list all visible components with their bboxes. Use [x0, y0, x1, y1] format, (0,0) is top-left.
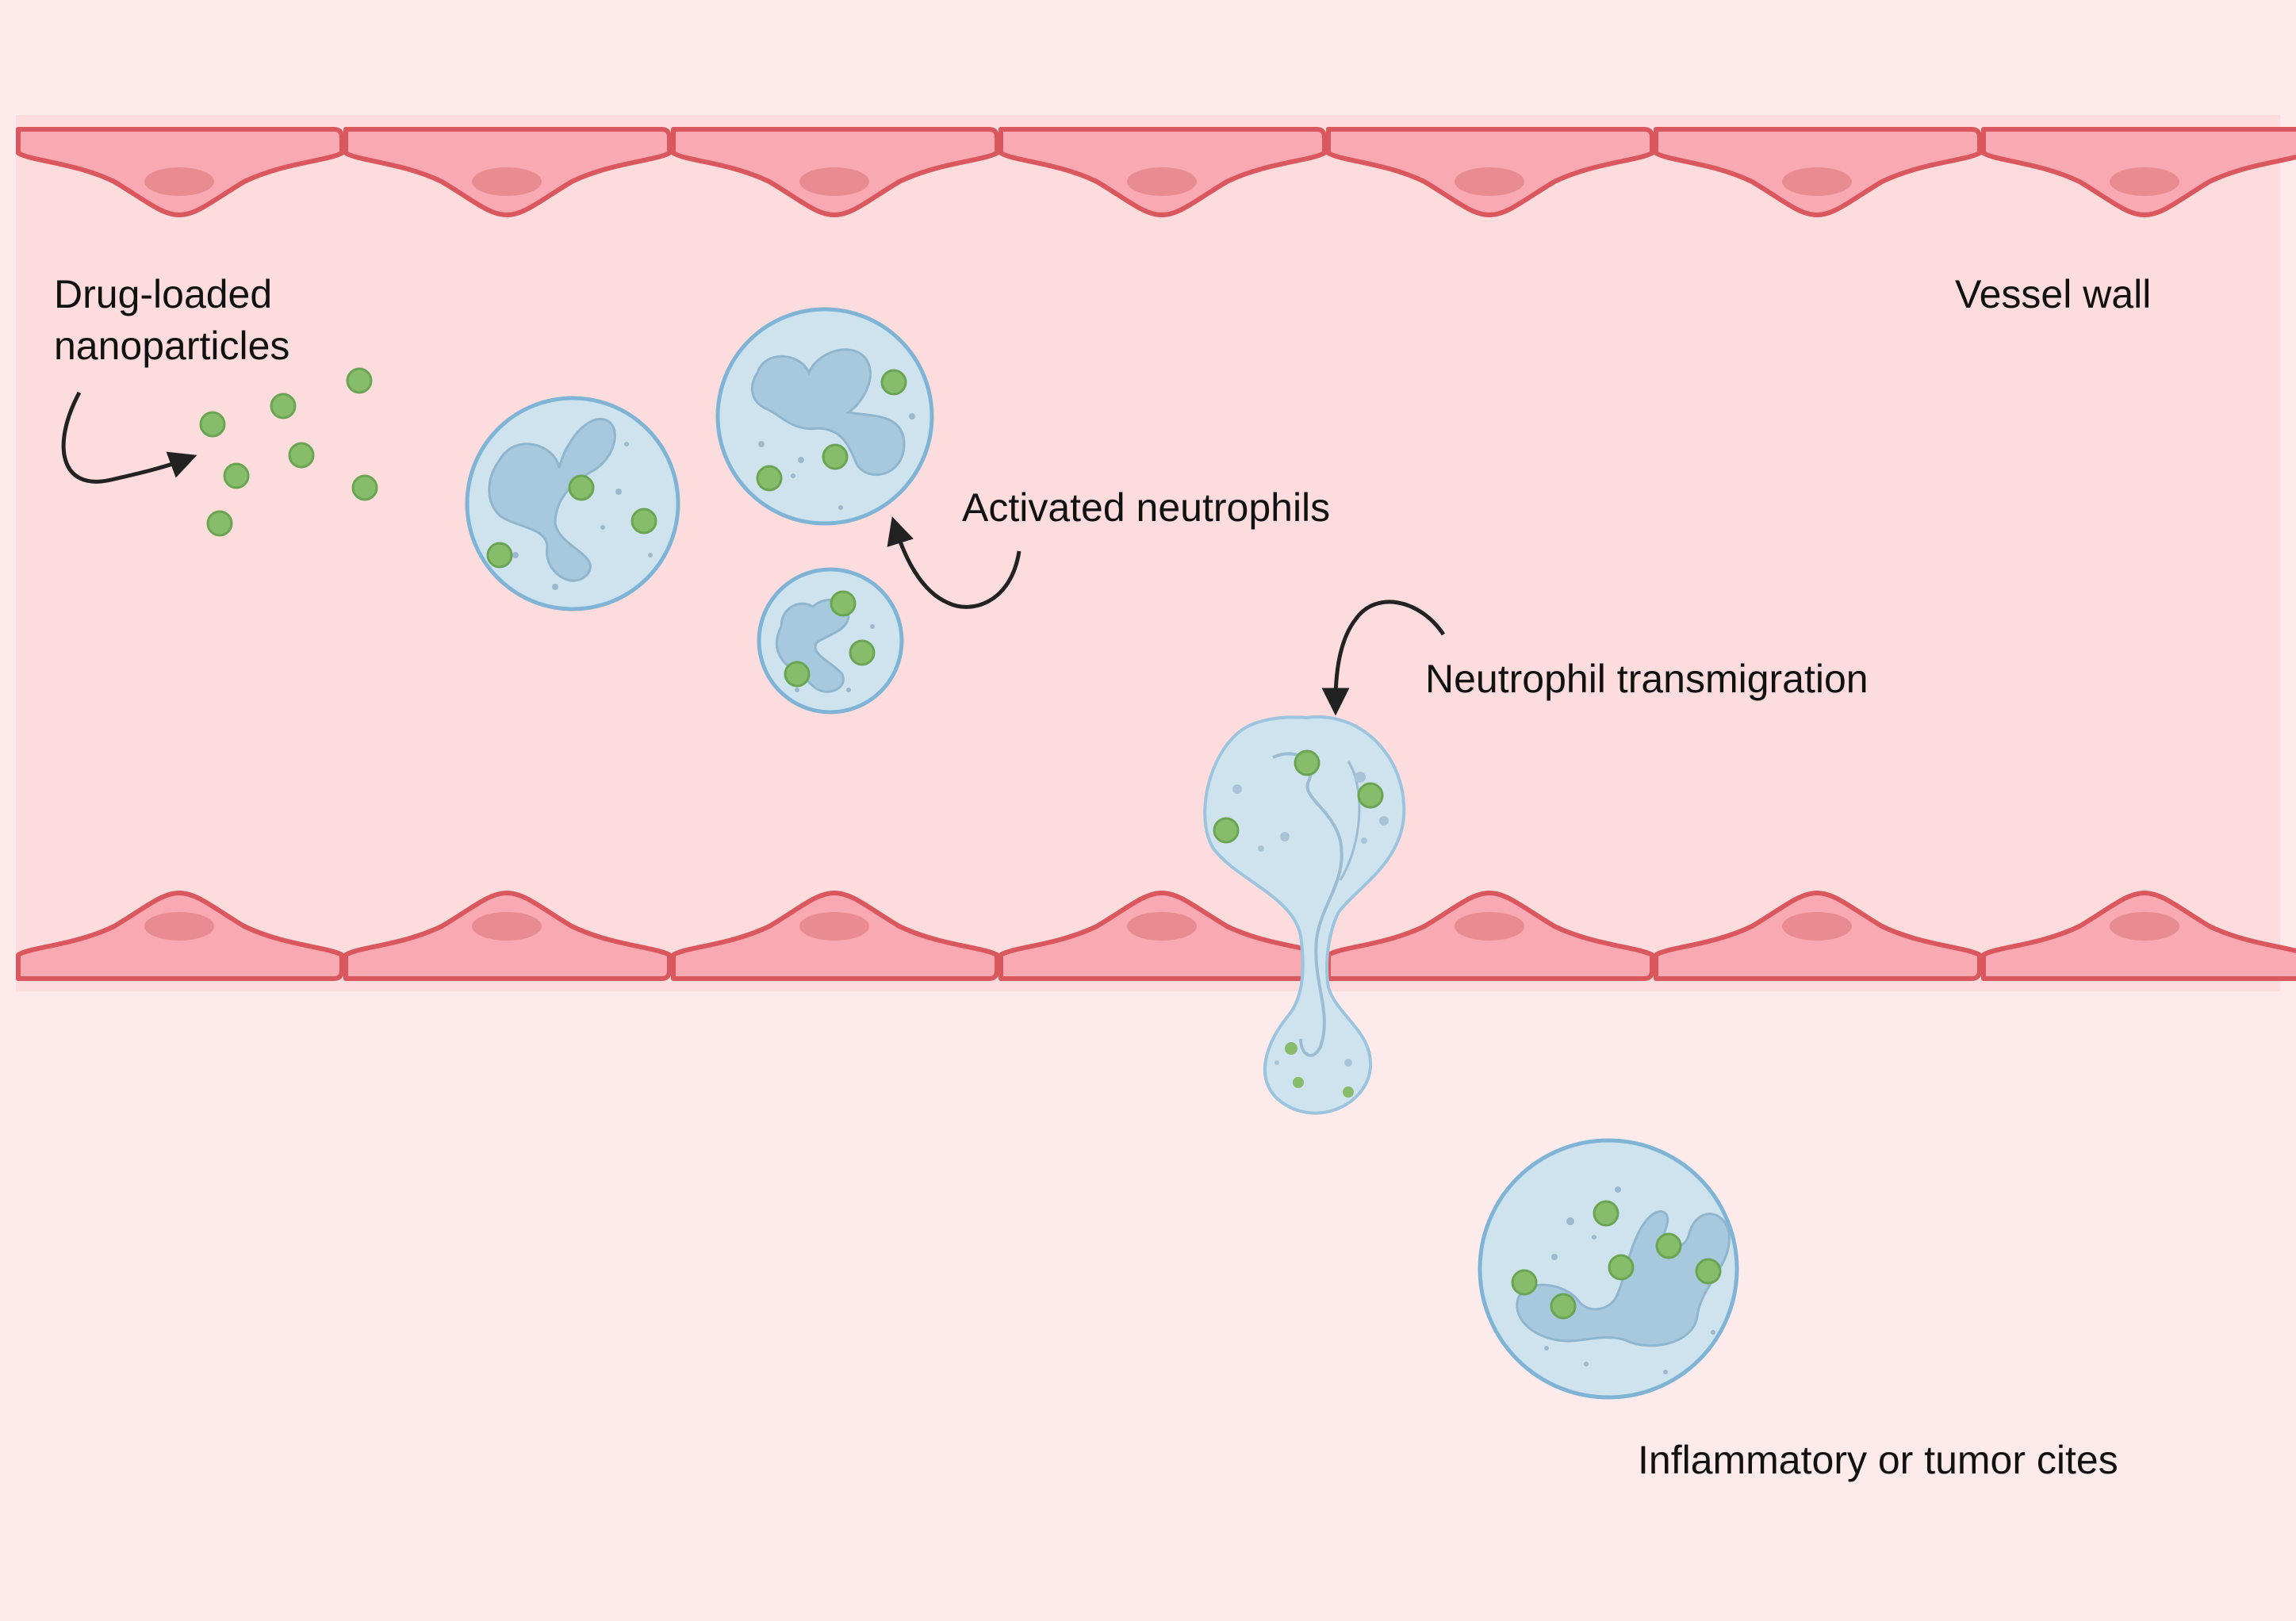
arrow-to-neutrophils	[887, 516, 1022, 609]
vessel-lumen	[16, 115, 2280, 991]
nanoparticle	[1550, 1293, 1577, 1320]
nanoparticle	[199, 411, 226, 438]
nanoparticle	[849, 639, 876, 666]
neutrophil	[465, 396, 680, 611]
nanoparticle	[1511, 1269, 1538, 1296]
nanoparticle	[1294, 749, 1320, 776]
nanoparticle	[1655, 1232, 1682, 1259]
nanoparticle	[1608, 1254, 1635, 1281]
nanoparticle	[631, 508, 657, 535]
neutrophil	[757, 567, 904, 715]
nanoparticle	[880, 369, 907, 396]
nanoparticle	[288, 442, 315, 469]
nanoparticle	[351, 474, 378, 501]
nanoparticle	[206, 510, 233, 537]
nanoparticle	[1343, 1086, 1354, 1098]
vessel-wall-label: Vessel wall	[1955, 272, 2151, 316]
activated-neutrophils-label: Activated neutrophils	[962, 485, 1330, 530]
nanoparticle	[486, 542, 513, 569]
neutrophil	[715, 307, 934, 526]
nanoparticles-label-line1: Drug-loaded	[54, 272, 272, 316]
nanoparticle	[830, 590, 857, 617]
nanoparticle	[784, 661, 811, 688]
tissue-neutrophil	[1478, 1138, 1739, 1400]
transmigration-label: Neutrophil transmigration	[1425, 657, 1869, 701]
transmigrating-neutrophil	[1203, 715, 1406, 1115]
nanoparticle	[1285, 1042, 1297, 1055]
nanoparticle	[270, 393, 297, 420]
nanoparticle	[568, 474, 595, 501]
nanoparticle	[1357, 782, 1384, 809]
nanoparticle	[756, 465, 783, 492]
arrow-to-nanoparticles	[61, 391, 197, 484]
nanoparticle	[1593, 1200, 1619, 1227]
nanoparticle	[822, 443, 849, 470]
nanoparticle	[1213, 817, 1240, 844]
arrow-to-transmigration	[1321, 600, 1446, 716]
nanoparticles-label-line2: nanoparticles	[54, 324, 289, 368]
sites-label: Inflammatory or tumor cites	[1638, 1438, 2118, 1482]
nanoparticle	[1293, 1077, 1304, 1088]
nanoparticle	[223, 462, 250, 489]
nanoparticle	[1695, 1258, 1722, 1285]
nanoparticle	[346, 367, 373, 394]
